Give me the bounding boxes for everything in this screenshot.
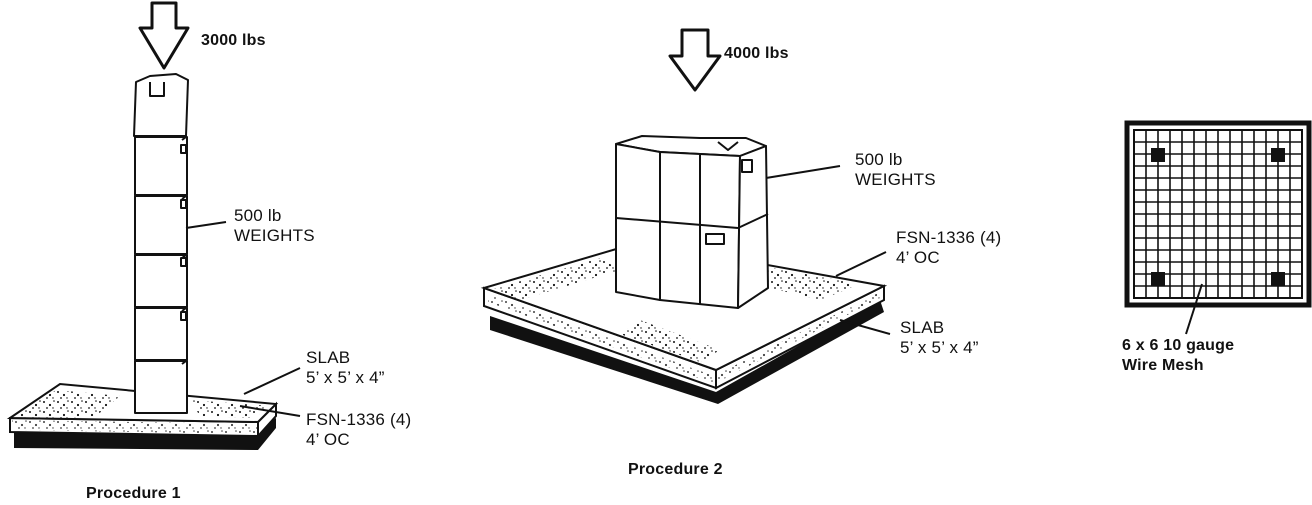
mesh-chair-4 — [1271, 272, 1285, 286]
mesh-chair-3 — [1151, 272, 1165, 286]
procedure-2-weights-line1: 500 lb — [855, 150, 903, 169]
leader-lines-1 — [185, 221, 301, 417]
procedure-1-weights-line2: WEIGHTS — [234, 226, 315, 245]
procedure-1-load-label: 3000 lbs — [201, 32, 266, 49]
slab-1-texture — [14, 390, 270, 420]
load-arrow-2 — [668, 28, 722, 92]
procedure-1-illustration — [6, 1, 301, 450]
procedure-2-slab-line1: SLAB — [900, 318, 945, 337]
mesh-label-line2: Wire Mesh — [1122, 357, 1204, 374]
weight-1-2 — [134, 307, 188, 361]
weight-1-1 — [134, 360, 188, 414]
mesh-label: 6 x 6 10 gauge Wire Mesh — [1122, 336, 1234, 376]
load-arrow-1 — [138, 1, 190, 70]
procedure-2-illustration — [480, 28, 891, 404]
procedure-1-fsn-line1: FSN-1336 (4) — [306, 410, 412, 429]
mesh-chair-2 — [1271, 148, 1285, 162]
weight-1-4 — [134, 195, 188, 255]
slab-2-shadow — [490, 300, 884, 404]
procedure-2-slab-label: SLAB 5’ x 5’ x 4” — [900, 318, 979, 358]
procedure-1-slab-line1: SLAB — [306, 348, 351, 367]
leader-lines-2 — [765, 165, 891, 335]
procedure-2-fsn-line1: FSN-1336 (4) — [896, 228, 1002, 247]
procedure-2-fsn-line2: 4’ OC — [896, 248, 940, 267]
weight-1-6 — [133, 73, 189, 137]
procedure-1-slab-line2: 5’ x 5’ x 4” — [306, 368, 385, 387]
procedure-2-fsn-label: FSN-1336 (4) 4’ OC — [896, 228, 1001, 268]
procedure-2-weights-label: 500 lb WEIGHTS — [855, 150, 936, 190]
weight-block-2 — [615, 135, 769, 309]
procedure-1-caption: Procedure 1 — [86, 485, 181, 502]
mesh-label-line1: 6 x 6 10 gauge — [1122, 337, 1235, 354]
mesh-chair-1 — [1151, 148, 1165, 162]
mesh-leader-line — [1185, 283, 1203, 335]
weight-1-5 — [134, 136, 188, 196]
procedure-1-weights-label: 500 lb WEIGHTS — [234, 206, 315, 246]
procedure-1-fsn-line2: 4’ OC — [306, 430, 350, 449]
weight-stack-1 — [133, 73, 189, 414]
procedure-2-load-label: 4000 lbs — [724, 45, 789, 62]
procedure-1-slab-label: SLAB 5’ x 5’ x 4” — [306, 348, 385, 388]
procedure-2-slab-line2: 5’ x 5’ x 4” — [900, 338, 979, 357]
procedure-2-caption: Procedure 2 — [628, 461, 723, 478]
wire-mesh-illustration — [1124, 120, 1312, 335]
procedure-2-weights-line2: WEIGHTS — [855, 170, 936, 189]
weight-1-3 — [134, 254, 188, 308]
procedure-1-fsn-label: FSN-1336 (4) 4’ OC — [306, 410, 411, 450]
procedure-1-weights-line1: 500 lb — [234, 206, 282, 225]
